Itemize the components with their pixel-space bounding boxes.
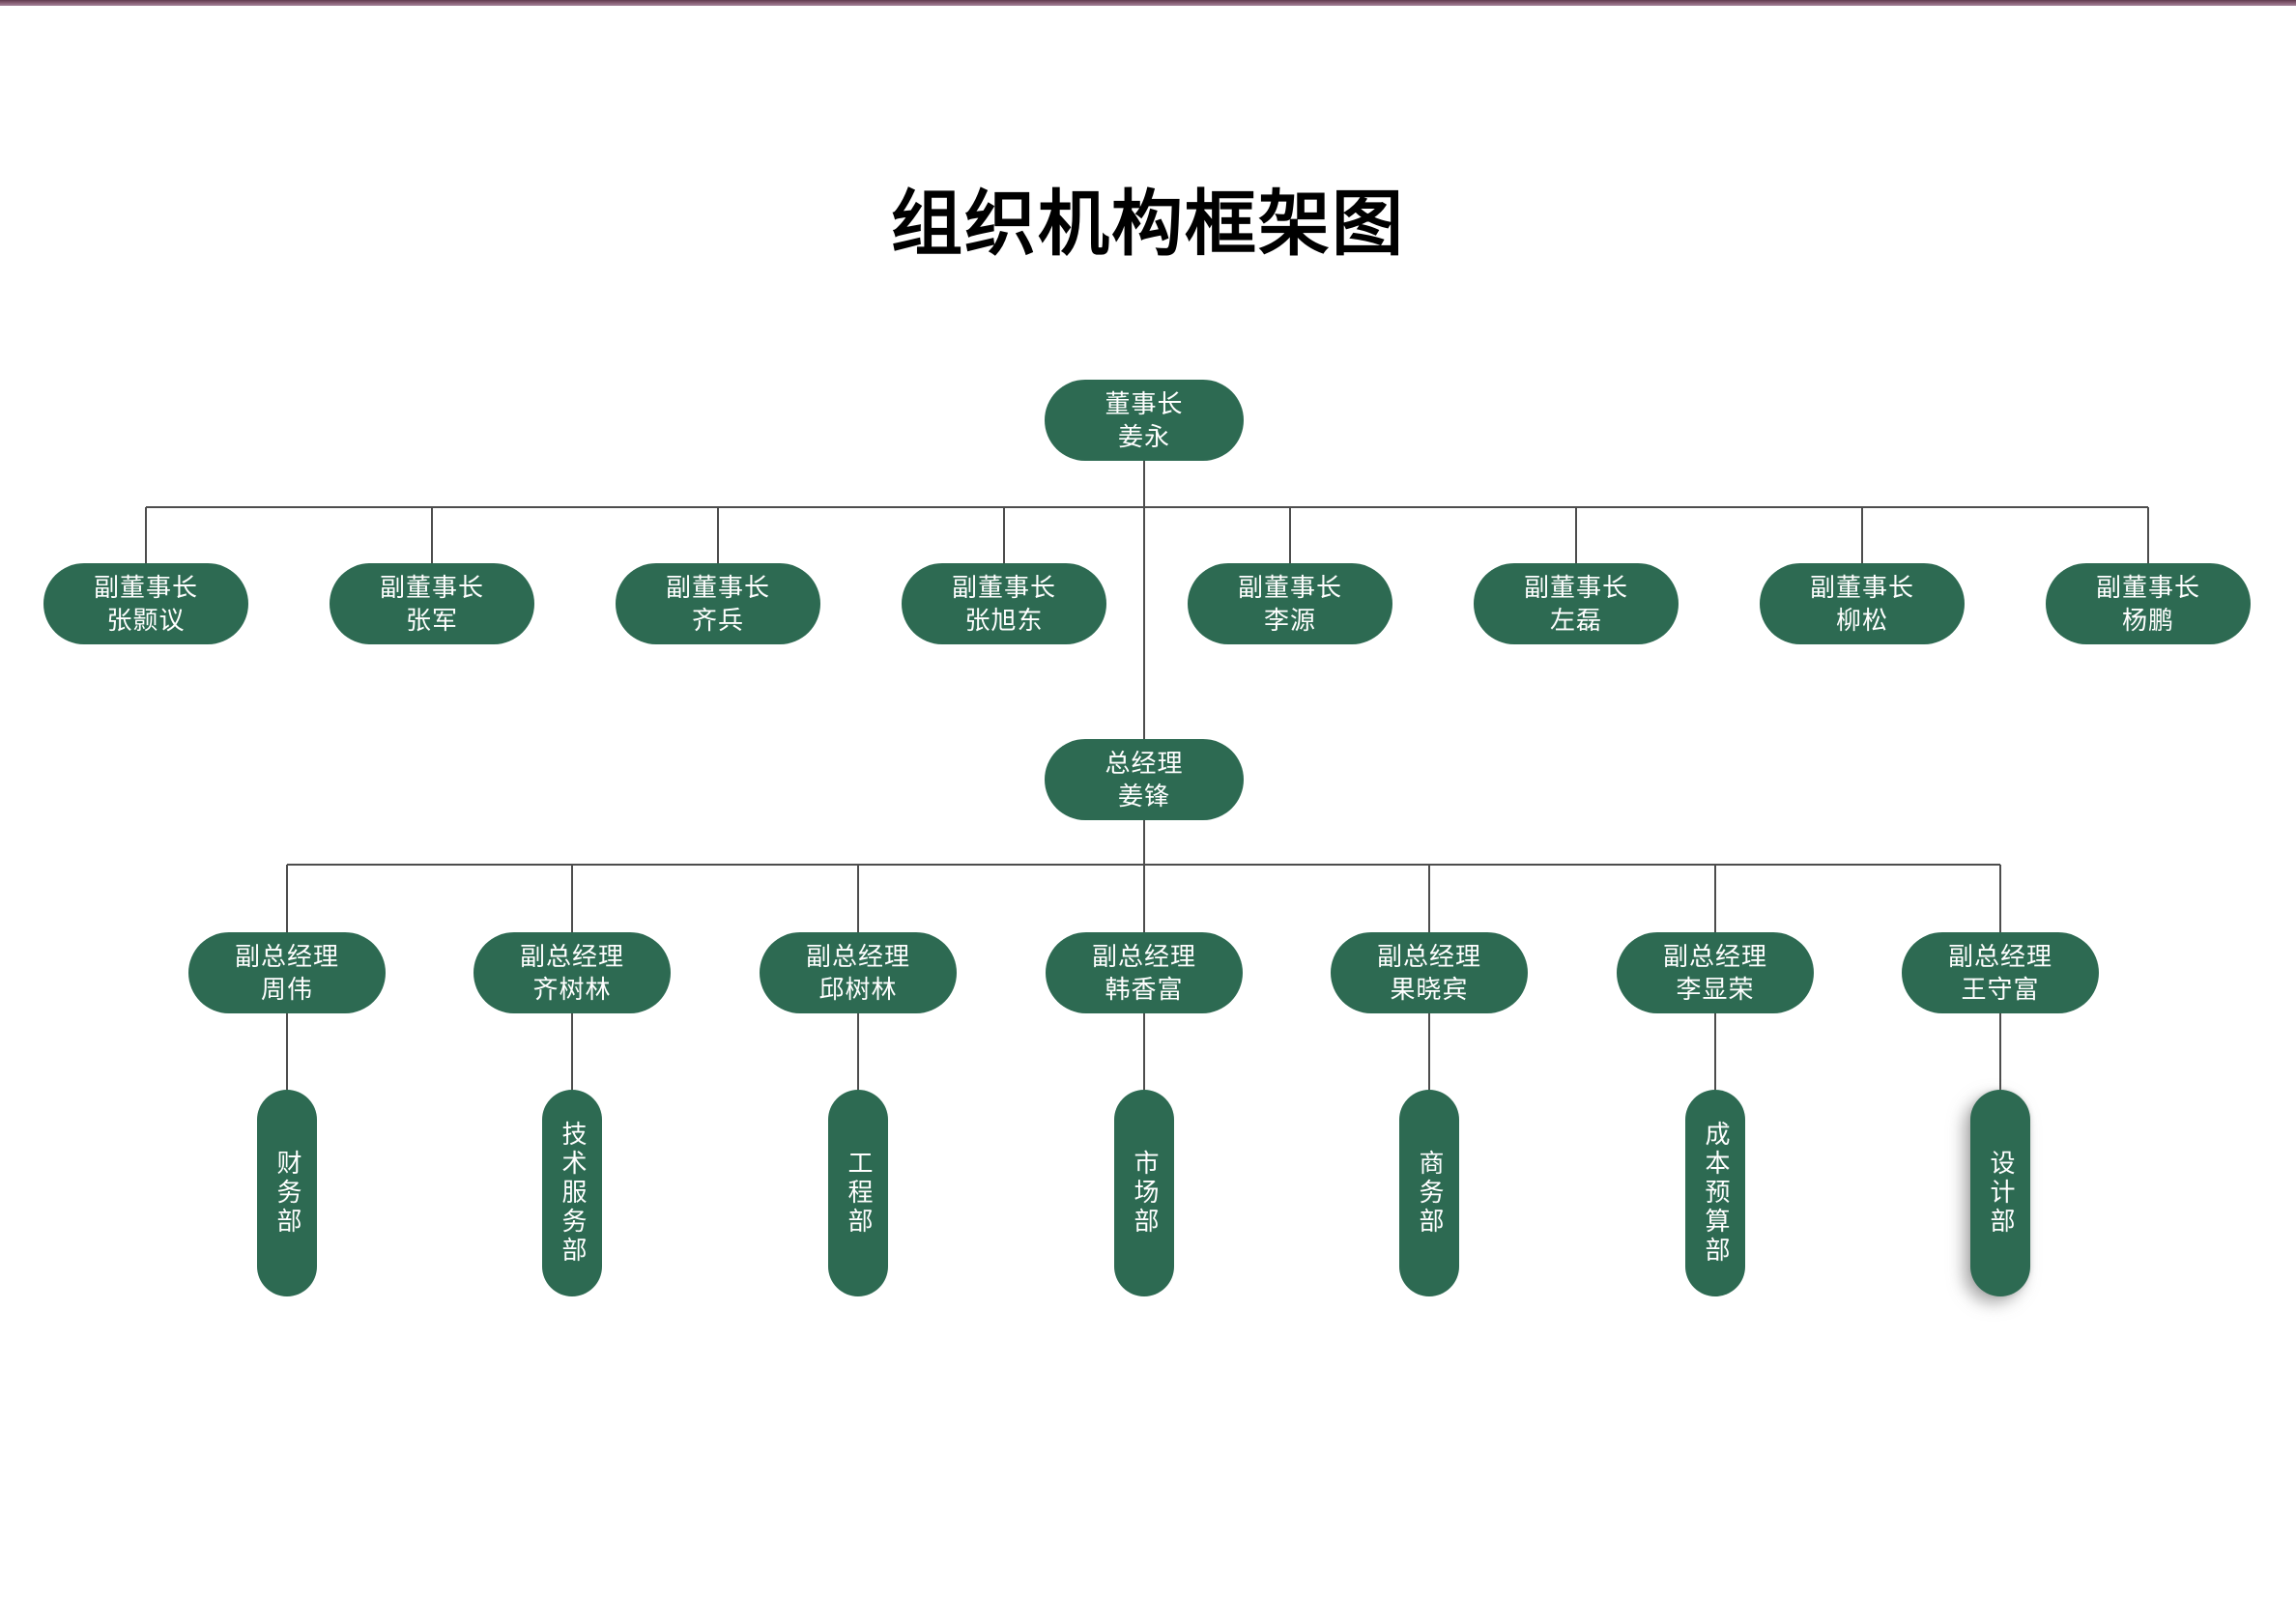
node-role-label: 副董事长 <box>379 573 484 602</box>
node-person-name: 柳松 <box>1835 606 1888 635</box>
org-node-deputy-gm-7[interactable]: 副总经理王守富 <box>1902 932 2099 1013</box>
node-person-name: 杨鹏 <box>2121 606 2174 635</box>
node-role-label: 副总经理 <box>519 942 624 971</box>
org-node-deputy-gm-3[interactable]: 副总经理邱树林 <box>760 932 957 1013</box>
node-person-name: 张军 <box>405 606 458 635</box>
org-node-vice-chairman-4[interactable]: 副董事长张旭东 <box>902 563 1106 644</box>
org-node-chairman[interactable]: 董事长姜永 <box>1045 380 1244 461</box>
node-person-name: 果晓宾 <box>1390 975 1469 1004</box>
node-role-label: 副总经理 <box>1662 942 1767 971</box>
node-role-label: 副董事长 <box>2095 573 2200 602</box>
org-node-department-5[interactable]: 商务部 <box>1399 1090 1459 1296</box>
org-node-department-3[interactable]: 工程部 <box>828 1090 888 1296</box>
department-label: 商务部 <box>1415 1150 1445 1237</box>
node-person-name: 韩香富 <box>1105 975 1184 1004</box>
org-node-deputy-gm-4[interactable]: 副总经理韩香富 <box>1046 932 1243 1013</box>
node-person-name: 左磊 <box>1549 606 1602 635</box>
org-node-vice-chairman-3[interactable]: 副董事长齐兵 <box>616 563 820 644</box>
org-node-deputy-gm-5[interactable]: 副总经理果晓宾 <box>1331 932 1528 1013</box>
node-person-name: 邱树林 <box>818 975 898 1004</box>
node-role-label: 副董事长 <box>951 573 1056 602</box>
org-node-vice-chairman-7[interactable]: 副董事长柳松 <box>1760 563 1965 644</box>
org-node-vice-chairman-6[interactable]: 副董事长左磊 <box>1474 563 1679 644</box>
org-node-deputy-gm-1[interactable]: 副总经理周伟 <box>188 932 386 1013</box>
org-node-vice-chairman-1[interactable]: 副董事长张颢议 <box>43 563 248 644</box>
node-person-name: 李源 <box>1263 606 1316 635</box>
node-role-label: 副董事长 <box>1809 573 1914 602</box>
org-node-department-6[interactable]: 成本预算部 <box>1685 1090 1745 1296</box>
org-node-department-7[interactable]: 设计部 <box>1970 1090 2030 1296</box>
department-label: 技术服务部 <box>558 1121 588 1266</box>
department-label: 成本预算部 <box>1701 1121 1731 1266</box>
org-node-deputy-gm-2[interactable]: 副总经理齐树林 <box>474 932 671 1013</box>
org-node-department-2[interactable]: 技术服务部 <box>542 1090 602 1296</box>
node-role-label: 总经理 <box>1105 749 1184 778</box>
page-title: 组织机构框架图 <box>891 184 1405 264</box>
node-person-name: 齐树林 <box>532 975 612 1004</box>
department-label: 财务部 <box>273 1150 302 1237</box>
node-role-label: 副董事长 <box>665 573 770 602</box>
org-node-vice-chairman-2[interactable]: 副董事长张军 <box>330 563 534 644</box>
node-role-label: 副董事长 <box>93 573 198 602</box>
node-person-name: 张旭东 <box>964 606 1044 635</box>
top-accent-bar <box>0 0 2296 6</box>
node-person-name: 李显荣 <box>1676 975 1755 1004</box>
node-role-label: 副总经理 <box>1091 942 1196 971</box>
node-role-label: 副董事长 <box>1523 573 1628 602</box>
department-label: 工程部 <box>844 1150 874 1237</box>
org-node-vice-chairman-8[interactable]: 副董事长杨鹏 <box>2046 563 2251 644</box>
org-node-general-manager[interactable]: 总经理姜锋 <box>1045 739 1244 820</box>
node-person-name: 王守富 <box>1961 975 2040 1004</box>
node-person-name: 姜锋 <box>1117 782 1170 811</box>
node-person-name: 张颢议 <box>106 606 186 635</box>
department-label: 设计部 <box>1986 1150 2016 1237</box>
node-role-label: 董事长 <box>1105 389 1184 418</box>
org-node-department-1[interactable]: 财务部 <box>257 1090 317 1296</box>
node-role-label: 副总经理 <box>1376 942 1481 971</box>
node-person-name: 姜永 <box>1117 422 1170 451</box>
org-node-department-4[interactable]: 市场部 <box>1114 1090 1174 1296</box>
node-person-name: 齐兵 <box>691 606 744 635</box>
org-node-deputy-gm-6[interactable]: 副总经理李显荣 <box>1617 932 1814 1013</box>
node-role-label: 副董事长 <box>1237 573 1342 602</box>
department-label: 市场部 <box>1130 1150 1160 1237</box>
node-role-label: 副总经理 <box>805 942 910 971</box>
node-role-label: 副总经理 <box>1947 942 2052 971</box>
org-node-vice-chairman-5[interactable]: 副董事长李源 <box>1188 563 1392 644</box>
node-role-label: 副总经理 <box>234 942 339 971</box>
node-person-name: 周伟 <box>260 975 313 1004</box>
